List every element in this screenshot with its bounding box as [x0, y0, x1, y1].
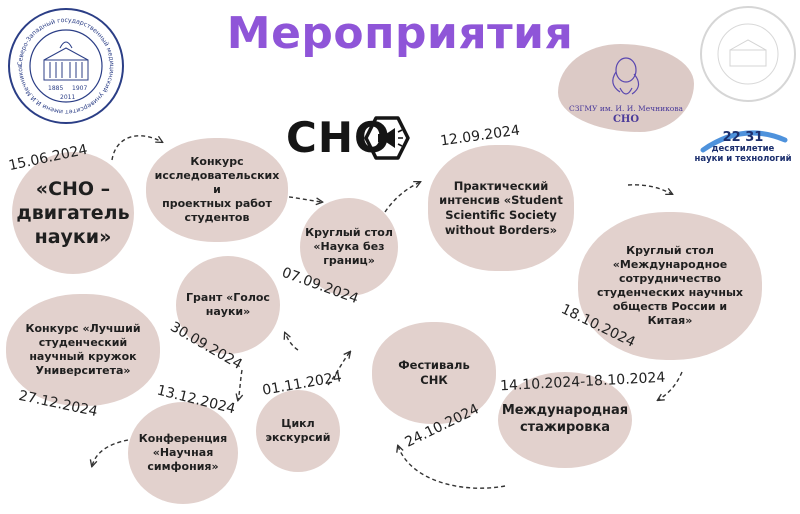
arrow-connector: [285, 333, 299, 351]
event-line: студенческий: [38, 335, 128, 349]
university-seal: Северо-Западный государственный медицинс…: [8, 8, 124, 124]
event-line: Круглый стол: [305, 225, 393, 239]
event-line: границ»: [323, 254, 375, 268]
event-line: студентов: [184, 211, 250, 225]
arrow-connector: [398, 446, 506, 489]
event-line: интенсив «Student: [439, 193, 563, 208]
arrow-connector: [627, 184, 672, 194]
event-practical-intensive: Практический интенсив «Student Scientifi…: [428, 145, 574, 271]
event-line: Scientific Society: [445, 208, 557, 222]
seal-year-left: 1885: [48, 85, 63, 92]
event-cho-engine: «СНО – двигатель науки»: [12, 152, 134, 274]
mechnikov-caption: СЗГМУ им. И. И. Мечникова: [568, 104, 684, 113]
event-line: Цикл: [281, 416, 315, 430]
arrow-connector: [111, 135, 162, 161]
event-line: обществ России и: [612, 300, 728, 314]
arrow-connector: [92, 439, 129, 466]
event-line: Грант «Голос: [186, 290, 270, 304]
page-title: Мероприятия: [226, 8, 574, 59]
event-round-table-no-borders: Круглый стол «Наука без границ»: [300, 198, 398, 296]
event-line: научный кружок: [29, 350, 137, 363]
event-line: Практический: [453, 178, 549, 193]
event-line: науки»: [205, 305, 251, 318]
event-line: Конкурс «Лучший: [25, 321, 141, 335]
event-line: студенческих научных: [596, 286, 744, 299]
event-line: Китая»: [647, 314, 693, 328]
event-line: симфония»: [147, 460, 219, 474]
event-line: стажировка: [519, 420, 611, 435]
event-line: исследовательских и: [154, 168, 280, 196]
arrow-connector: [327, 352, 350, 386]
decade-of-science-logo: 22 31 десятилетие науки и технологий: [693, 130, 793, 165]
decade-numbers: 22 31: [722, 130, 764, 145]
event-excursion-cycle: Цикл экскурсий: [256, 390, 340, 472]
event-line: Международная: [501, 403, 629, 419]
mechnikov-portrait-emblem: СЗГМУ им. И. И. Мечникова СНО: [558, 44, 694, 132]
event-line: without Borders»: [444, 222, 558, 237]
event-line: Круглый стол: [626, 243, 714, 257]
event-contest-best-club: Конкурс «Лучший студенческий научный кру…: [6, 294, 160, 406]
event-line: «Научная: [152, 445, 214, 459]
seal-year-right: 1907: [72, 85, 87, 92]
megaphone-hexagon-icon: [364, 116, 410, 164]
event-line: СНК: [420, 373, 448, 387]
seal-year-bottom: 2011: [60, 94, 75, 101]
decade-line-1: десятилетие: [711, 144, 775, 154]
building-icon: [43, 41, 89, 81]
event-round-table-intl: Круглый стол «Международное сотрудничест…: [578, 212, 762, 360]
event-line: двигатель: [16, 201, 130, 224]
event-festival-snk: Фестиваль СНК: [372, 322, 496, 424]
event-intl-internship: Международная стажировка: [498, 372, 632, 468]
mechnikov-cho: СНО: [612, 114, 640, 125]
event-line: экскурсий: [265, 431, 331, 444]
arrow-connector: [658, 371, 683, 400]
arrow-connector: [267, 194, 322, 202]
event-contest-projects: Конкурс исследовательских и проектных ра…: [146, 138, 288, 242]
faded-university-seal: [700, 6, 796, 102]
event-grant-voice: Грант «Голос науки»: [176, 256, 280, 354]
event-line: сотрудничество: [618, 271, 722, 285]
event-line: Университета»: [35, 364, 131, 378]
event-line: «Международное: [612, 257, 728, 271]
event-line: проектных работ: [162, 197, 272, 211]
event-line: Фестиваль: [398, 358, 470, 373]
event-line: «СНО –: [35, 177, 111, 200]
arrow-connector: [238, 369, 242, 400]
decade-line-2: науки и технологий: [694, 153, 792, 164]
event-line: Конференция: [138, 431, 228, 445]
event-line: науки»: [34, 226, 112, 249]
arrow-connector: [384, 182, 420, 213]
event-conference-symphony: Конференция «Научная симфония»: [128, 402, 238, 504]
event-line: «Наука без: [313, 239, 385, 253]
event-line: Конкурс: [190, 154, 244, 168]
